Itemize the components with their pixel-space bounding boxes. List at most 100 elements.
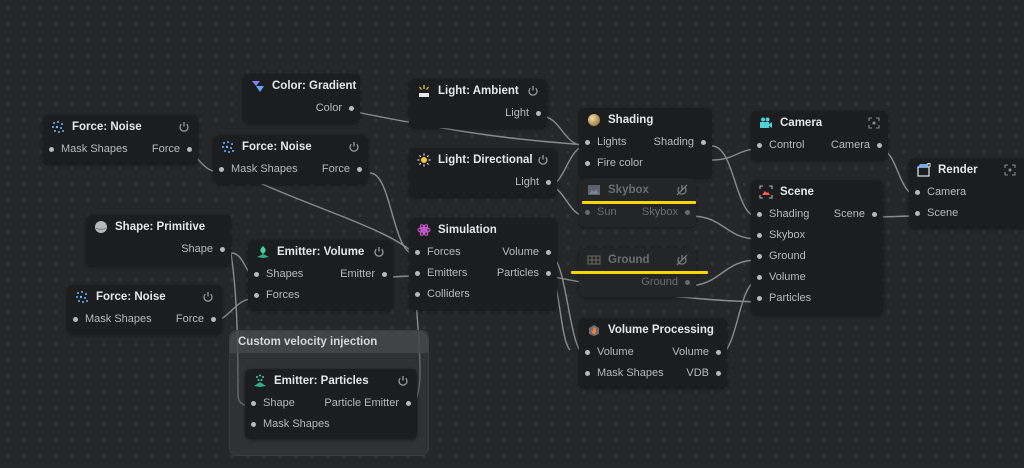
node-force-noise-2[interactable]: Force: Noise Mask Shapes Force bbox=[213, 135, 368, 184]
node-title: Shading bbox=[608, 114, 654, 126]
power-icon[interactable] bbox=[348, 141, 360, 153]
output-port[interactable] bbox=[685, 280, 690, 285]
port-label-volume: Volume bbox=[769, 271, 806, 283]
input-port[interactable] bbox=[757, 212, 762, 217]
node-shading[interactable]: Shading Lights Shading Fire color bbox=[579, 108, 712, 178]
emitter-particles-icon bbox=[253, 374, 267, 388]
node-scene[interactable]: Scene Shading Scene Skybox Ground Volume… bbox=[751, 180, 883, 315]
output-port[interactable] bbox=[382, 272, 387, 277]
input-port[interactable] bbox=[915, 211, 920, 216]
power-icon[interactable] bbox=[527, 85, 539, 97]
input-port[interactable] bbox=[585, 371, 590, 376]
input-port[interactable] bbox=[251, 422, 256, 427]
power-off-icon[interactable] bbox=[676, 254, 688, 266]
sun-icon bbox=[417, 153, 431, 167]
focus-icon[interactable] bbox=[1004, 164, 1016, 176]
port-label-mask-shapes: Mask Shapes bbox=[61, 143, 128, 155]
output-port[interactable] bbox=[872, 212, 877, 217]
port-label-shading: Shading bbox=[653, 136, 694, 148]
output-port[interactable] bbox=[357, 167, 362, 172]
input-port[interactable] bbox=[73, 317, 78, 322]
input-port[interactable] bbox=[757, 254, 762, 259]
input-port[interactable] bbox=[757, 296, 762, 301]
output-port[interactable] bbox=[716, 350, 721, 355]
node-render[interactable]: Render Camera Scene bbox=[909, 158, 1024, 228]
output-port[interactable] bbox=[877, 143, 882, 148]
ground-highlight-underline bbox=[571, 271, 708, 274]
port-label-mask-shapes: Mask Shapes bbox=[85, 313, 152, 325]
input-port[interactable] bbox=[585, 350, 590, 355]
input-port[interactable] bbox=[415, 271, 420, 276]
power-icon[interactable] bbox=[537, 154, 549, 166]
port-label-lights: Lights bbox=[597, 136, 627, 148]
node-title: Simulation bbox=[438, 224, 497, 236]
port-label-volume: Volume bbox=[597, 346, 634, 358]
node-title: Force: Noise bbox=[72, 121, 142, 133]
node-shape-primitive[interactable]: Shape: Primitive Shape bbox=[86, 215, 231, 266]
input-port[interactable] bbox=[585, 140, 590, 145]
input-port[interactable] bbox=[585, 161, 590, 166]
input-port[interactable] bbox=[251, 401, 256, 406]
fire-cube-icon bbox=[587, 323, 601, 337]
output-port[interactable] bbox=[546, 180, 551, 185]
output-port[interactable] bbox=[406, 401, 411, 406]
input-port[interactable] bbox=[49, 147, 54, 152]
sphere-icon bbox=[94, 220, 108, 234]
port-label-light: Light bbox=[505, 107, 529, 119]
ambient-light-icon bbox=[417, 84, 431, 98]
power-icon[interactable] bbox=[202, 291, 214, 303]
input-port[interactable] bbox=[915, 190, 920, 195]
input-port[interactable] bbox=[415, 250, 420, 255]
node-camera[interactable]: Camera Control Camera bbox=[751, 111, 888, 160]
output-port[interactable] bbox=[701, 140, 706, 145]
output-port[interactable] bbox=[211, 317, 216, 322]
output-port[interactable] bbox=[546, 271, 551, 276]
port-label-color: Color bbox=[315, 102, 342, 114]
port-label-mask-shapes: Mask Shapes bbox=[231, 163, 298, 175]
node-title: Force: Noise bbox=[96, 291, 166, 303]
input-port[interactable] bbox=[757, 233, 762, 238]
input-port[interactable] bbox=[254, 272, 259, 277]
port-label-skybox: Skybox bbox=[641, 206, 678, 218]
output-port[interactable] bbox=[716, 371, 721, 376]
node-color-gradient[interactable]: Color: Gradient Color bbox=[243, 74, 360, 123]
output-port[interactable] bbox=[536, 111, 541, 116]
power-icon[interactable] bbox=[397, 375, 409, 387]
node-title: Volume Processing bbox=[608, 324, 714, 336]
output-port[interactable] bbox=[187, 147, 192, 152]
input-port[interactable] bbox=[219, 167, 224, 172]
node-simulation[interactable]: Simulation Forces Volume Emitters Partic… bbox=[409, 218, 557, 310]
atom-icon bbox=[417, 223, 431, 237]
node-light-directional[interactable]: Light: Directional Light bbox=[409, 148, 557, 197]
node-emitter-volume[interactable]: Emitter: Volume Shapes Emitter Forces bbox=[248, 240, 393, 310]
node-light-ambient[interactable]: Light: Ambient Light bbox=[409, 79, 547, 128]
node-force-noise-3[interactable]: Force: Noise Mask Shapes Force bbox=[67, 285, 222, 334]
port-label-volume-out: Volume bbox=[672, 346, 709, 358]
node-emitter-particles[interactable]: Emitter: Particles Shape Particle Emitte… bbox=[245, 369, 417, 439]
port-label-emitters: Emitters bbox=[427, 267, 468, 279]
node-title: Emitter: Particles bbox=[274, 375, 369, 387]
input-port[interactable] bbox=[254, 293, 259, 298]
output-port[interactable] bbox=[349, 106, 354, 111]
input-port[interactable] bbox=[757, 275, 762, 280]
wire-skybox-to-scene bbox=[689, 215, 759, 240]
node-title: Light: Ambient bbox=[438, 85, 519, 97]
node-force-noise-1[interactable]: Force: Noise Mask Shapes Force bbox=[43, 115, 198, 164]
noise-icon bbox=[51, 120, 65, 134]
power-icon[interactable] bbox=[373, 246, 385, 258]
output-port[interactable] bbox=[685, 210, 690, 215]
port-label-particles: Particles bbox=[769, 292, 812, 304]
port-label-particles: Particles bbox=[496, 267, 539, 279]
node-volume-processing[interactable]: Volume Processing Volume Volume Mask Sha… bbox=[579, 318, 727, 388]
port-label-control: Control bbox=[769, 139, 805, 151]
power-off-icon[interactable] bbox=[676, 184, 688, 196]
input-port[interactable] bbox=[415, 292, 420, 297]
power-icon[interactable] bbox=[178, 121, 190, 133]
focus-icon[interactable] bbox=[868, 117, 880, 129]
input-port[interactable] bbox=[757, 143, 762, 148]
output-port[interactable] bbox=[546, 250, 551, 255]
port-label-emitter: Emitter bbox=[340, 268, 375, 280]
port-label-fire-color: Fire color bbox=[597, 157, 643, 169]
output-port[interactable] bbox=[220, 247, 225, 252]
input-port[interactable] bbox=[585, 210, 590, 215]
